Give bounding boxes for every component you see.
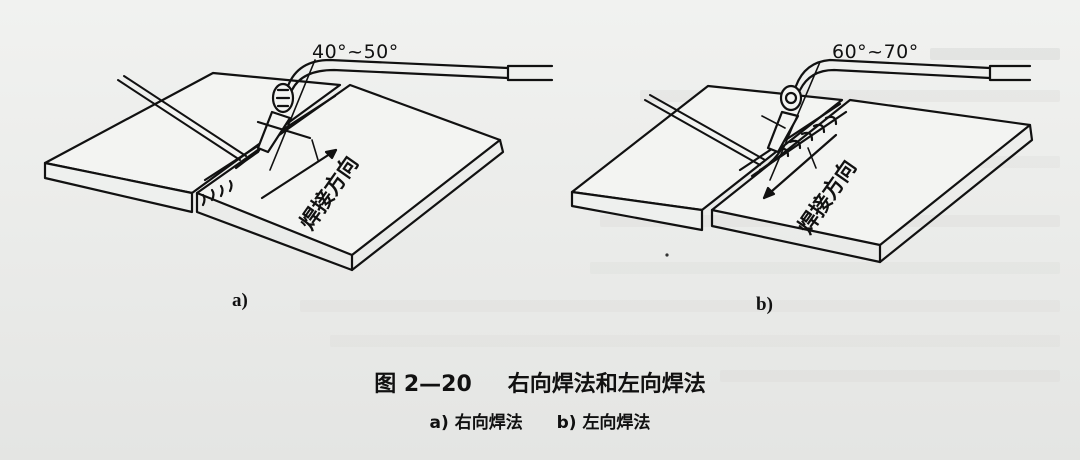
torch-angle-label-b: 60°~70° <box>832 41 919 63</box>
subcaption-b-text: 左向焊法 <box>582 413 651 433</box>
figure-title: 右向焊法和左向焊法 <box>507 372 706 397</box>
subcaption-a-text: 右向焊法 <box>454 413 523 433</box>
panel-label-a: a) <box>232 290 248 311</box>
panel-b-drawing <box>570 58 1034 264</box>
figure-caption: 图 2—20 右向焊法和左向焊法 <box>0 366 1080 398</box>
panel-a-drawing <box>43 58 554 272</box>
torch-angle-label-a: 40°~50° <box>312 41 399 63</box>
figure-subcaption: a) 右向焊法 b) 左向焊法 <box>0 408 1080 433</box>
figure-number: 图 2—20 <box>374 372 472 397</box>
subcaption-b-key: b) <box>556 413 577 433</box>
subcaption-a-key: a) <box>429 413 449 433</box>
panel-label-b: b) <box>756 294 773 315</box>
